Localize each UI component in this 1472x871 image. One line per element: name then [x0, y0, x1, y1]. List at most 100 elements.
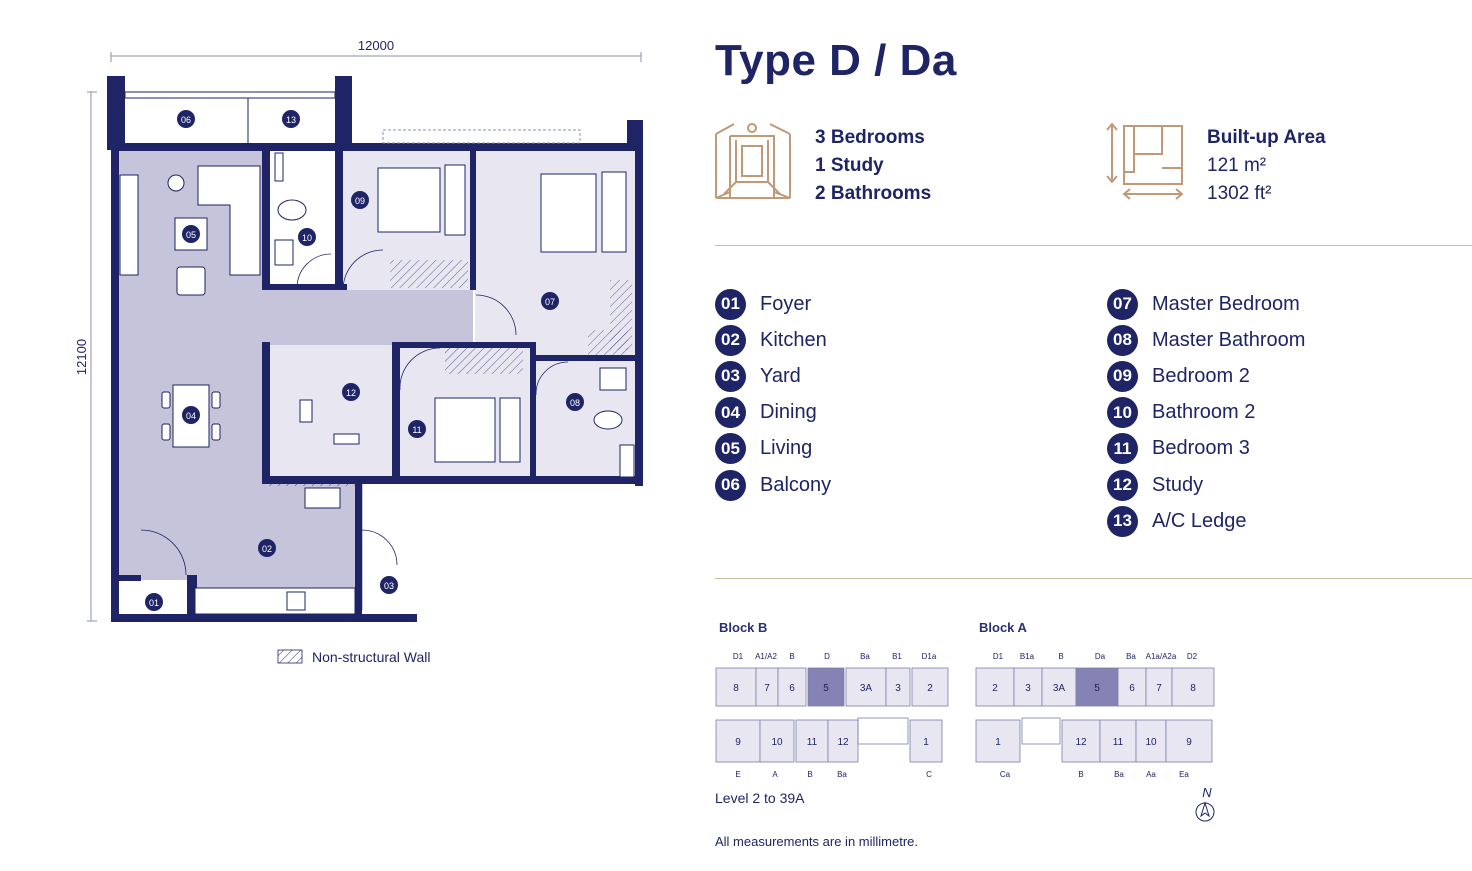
dimension-height — [87, 91, 97, 622]
legend-badge: 08 — [1107, 324, 1138, 356]
keyplan-unit-label: 10 — [1145, 737, 1157, 748]
keyplan-top-label: A1a/A2a — [1146, 652, 1177, 661]
legend-badge: 13 — [1107, 505, 1138, 537]
legend-badge: 12 — [1107, 469, 1138, 501]
keyplan-unit — [1013, 667, 1043, 707]
balcony-rail — [124, 91, 581, 144]
legend-label: Study — [1152, 473, 1204, 496]
measurement-note: All measurements are in millimetre. — [715, 834, 919, 849]
marker-05: 05 — [186, 230, 196, 240]
spec-bedrooms: 3 Bedrooms — [815, 127, 925, 148]
legend-item: 13 A/C Ledge — [1107, 503, 1305, 539]
legend-label: Bedroom 2 — [1152, 364, 1250, 387]
walls — [107, 76, 643, 622]
keyplan-core — [857, 717, 909, 745]
non-structural-walls — [268, 260, 632, 486]
keyplan-top-label: D1 — [733, 652, 744, 661]
keyplan-unit — [827, 719, 859, 763]
keyplan-top-label: D1a — [922, 652, 937, 661]
legend-badge: 06 — [715, 469, 746, 501]
keyplan-bottom-label: B — [1078, 770, 1083, 779]
keyplan-unit-label: 7 — [764, 683, 770, 694]
marker-06: 06 — [181, 115, 191, 125]
legend-item: 01 Foyer — [715, 286, 831, 322]
legend-label: A/C Ledge — [1152, 509, 1247, 532]
north-label: N — [1202, 785, 1212, 800]
keyplan-top-label: D1 — [993, 652, 1004, 661]
keyplan-top-label: B — [789, 652, 794, 661]
furniture — [119, 152, 635, 615]
keyplan-unit-label: 12 — [837, 737, 849, 748]
legend-label: Bathroom 2 — [1152, 401, 1256, 424]
keyplan-unit-label: 3 — [1025, 683, 1031, 694]
marker-07: 07 — [545, 297, 555, 307]
keyplan-top-label: A1/A2 — [755, 652, 777, 661]
keyplan-top-label: B — [1058, 652, 1063, 661]
legend-item: 12 Study — [1107, 467, 1305, 503]
legend-label: Master Bedroom — [1152, 292, 1300, 315]
keyplan-unit — [1165, 719, 1213, 763]
marker-08: 08 — [570, 398, 580, 408]
room-specs: 3 Bedrooms 1 Study 2 Bathrooms — [815, 124, 931, 208]
area-ft2: 1302 ft² — [1207, 183, 1272, 204]
keyplan-unit-label: 1 — [923, 737, 929, 748]
marker-02: 02 — [262, 544, 272, 554]
keyplan-unit-label: 11 — [807, 737, 818, 748]
keyplan-unit-label: 3A — [860, 683, 873, 694]
hatch-legend-label: Non-structural Wall — [312, 649, 431, 665]
keyplan-bottom-label: E — [735, 770, 740, 779]
keyplan-unit-label: 6 — [1129, 683, 1135, 694]
keyplan-unit — [759, 719, 795, 763]
keyplan-unit-label: 10 — [771, 737, 783, 748]
keyplan-bottom-label: Ca — [1000, 770, 1011, 779]
keyplan-unit — [777, 667, 807, 707]
legend-item: 05 Living — [715, 431, 831, 467]
legend-badge: 07 — [1107, 288, 1138, 320]
dimension-width — [110, 52, 642, 62]
keyplan-top-label: D — [824, 652, 830, 661]
keyplan-unit-label: 3 — [895, 683, 901, 694]
keyplan-unit-label: 2 — [992, 683, 998, 694]
dimension-height-label: 12100 — [74, 339, 89, 375]
legend-label: Kitchen — [760, 328, 827, 351]
legend-label: Living — [760, 437, 813, 460]
level-range: Level 2 to 39A — [715, 790, 805, 806]
divider-bottom — [715, 578, 1472, 579]
legend-label: Foyer — [760, 292, 812, 315]
area-m2: 121 m² — [1207, 155, 1267, 176]
legend-badge: 11 — [1107, 433, 1138, 465]
legend-label: Dining — [760, 401, 817, 424]
keyplan-unit — [1061, 719, 1101, 763]
keyplan-unit — [795, 719, 829, 763]
keyplan-unit — [1099, 719, 1137, 763]
door-swings — [140, 249, 569, 576]
marker-11: 11 — [412, 425, 421, 435]
keyplan-unit-label: 2 — [927, 683, 933, 694]
keyplan-unit — [975, 719, 1021, 763]
keyplan-bottom-label: Ba — [837, 770, 847, 779]
hatch-swatch — [277, 649, 303, 664]
legend-badge: 04 — [715, 397, 746, 429]
keyplan-unit-label: 8 — [733, 683, 739, 694]
divider-top — [715, 245, 1472, 246]
legend-badge: 05 — [715, 433, 746, 465]
keyplan-unit — [1171, 667, 1215, 707]
legend-badge: 01 — [715, 288, 746, 320]
floor-plan: 12000 12100 — [74, 38, 643, 665]
dimension-width-label: 12000 — [358, 38, 394, 53]
keyplan-unit-label: 3A — [1053, 683, 1066, 694]
keyplan-unit — [1135, 719, 1167, 763]
marker-03: 03 — [384, 581, 394, 591]
keyplan-unit-label: 1 — [995, 737, 1001, 748]
keyplan-unit-label: 9 — [1186, 737, 1192, 748]
legend-badge: 02 — [715, 324, 746, 356]
bedroom-door-icon — [715, 123, 791, 199]
keyplan-top-label: B1a — [1020, 652, 1035, 661]
area-specs: Built-up Area 121 m² 1302 ft² — [1207, 124, 1326, 208]
marker-10: 10 — [302, 233, 312, 243]
keyplan-unit — [715, 719, 761, 763]
legend-label: Yard — [760, 364, 801, 387]
